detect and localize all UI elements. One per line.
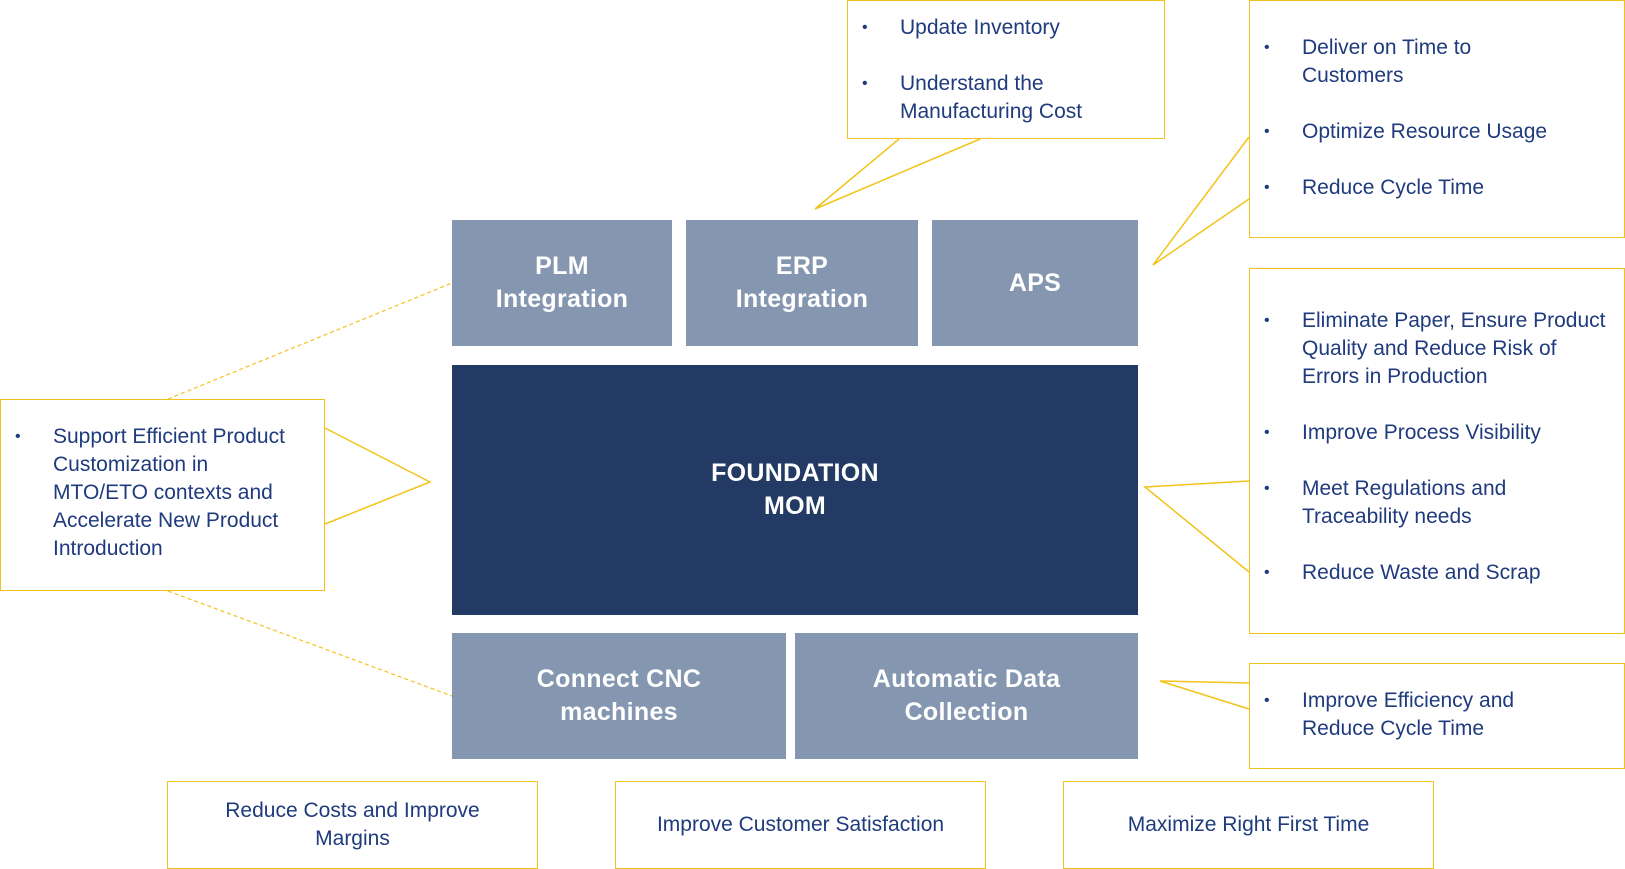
foundation-callout-pointer	[1143, 480, 1250, 573]
erp-integration-label: ERP Integration	[735, 252, 869, 313]
callout-item: Improve Efficiency and Reduce Cycle Time	[1250, 687, 1562, 743]
automatic-data-collection-block: Automatic Data Collection	[795, 633, 1138, 759]
aps-label: APS	[1008, 268, 1062, 297]
callout-item: Update Inventory	[848, 14, 1150, 42]
left-callout-pointer	[324, 427, 432, 525]
bottom-box-label: Reduce Costs and Improve Margins	[225, 799, 480, 850]
callout-item: Eliminate Paper, Ensure Product Quality …	[1250, 307, 1614, 391]
callout-item: Reduce Waste and Scrap	[1250, 559, 1614, 587]
automatic-data-collection-label: Automatic Data Collection	[872, 665, 1061, 726]
bottom-box-right-first-time: Maximize Right First Time	[1063, 781, 1434, 869]
plm-cnc-benefits-callout: Support Efficient Product Customization …	[0, 399, 325, 591]
callout-item: Meet Regulations and Traceability needs	[1250, 475, 1542, 531]
plm-integration-label: PLM Integration	[495, 252, 629, 313]
foundation-mom-label: FOUNDATION MOM	[711, 459, 879, 520]
callout-item: Understand the Manufacturing Cost	[848, 70, 1130, 126]
bottom-box-costs: Reduce Costs and Improve Margins	[167, 781, 538, 869]
callout-item: Reduce Cycle Time	[1250, 174, 1610, 202]
foundation-benefits-callout: Eliminate Paper, Ensure Product Quality …	[1249, 268, 1625, 634]
callout-item: Deliver on Time to Customers	[1250, 34, 1532, 90]
dashed-line-plm	[167, 282, 453, 400]
dashed-line-cnc	[167, 590, 453, 697]
adc-benefits-callout: Improve Efficiency and Reduce Cycle Time	[1249, 663, 1625, 769]
bottom-box-label: Maximize Right First Time	[1127, 813, 1370, 836]
erp-benefits-callout: Update Inventory Understand the Manufact…	[847, 0, 1165, 139]
aps-benefits-callout: Deliver on Time to Customers Optimize Re…	[1249, 0, 1625, 238]
plm-integration-block: PLM Integration	[452, 220, 672, 346]
callout-item: Improve Process Visibility	[1250, 419, 1614, 447]
erp-integration-block: ERP Integration	[686, 220, 918, 346]
callout-item: Support Efficient Product Customization …	[1, 423, 301, 563]
foundation-mom-block: FOUNDATION MOM	[452, 365, 1138, 615]
connect-cnc-label: Connect CNC machines	[536, 665, 702, 726]
callout-item: Optimize Resource Usage	[1250, 118, 1610, 146]
adc-callout-pointer	[1159, 680, 1250, 710]
erp-callout-pointer	[814, 138, 981, 210]
bottom-box-label: Improve Customer Satisfaction	[656, 813, 945, 836]
connect-cnc-block: Connect CNC machines	[452, 633, 786, 759]
aps-callout-pointer	[1152, 136, 1250, 266]
bottom-box-satisfaction: Improve Customer Satisfaction	[615, 781, 986, 869]
aps-block: APS	[932, 220, 1138, 346]
